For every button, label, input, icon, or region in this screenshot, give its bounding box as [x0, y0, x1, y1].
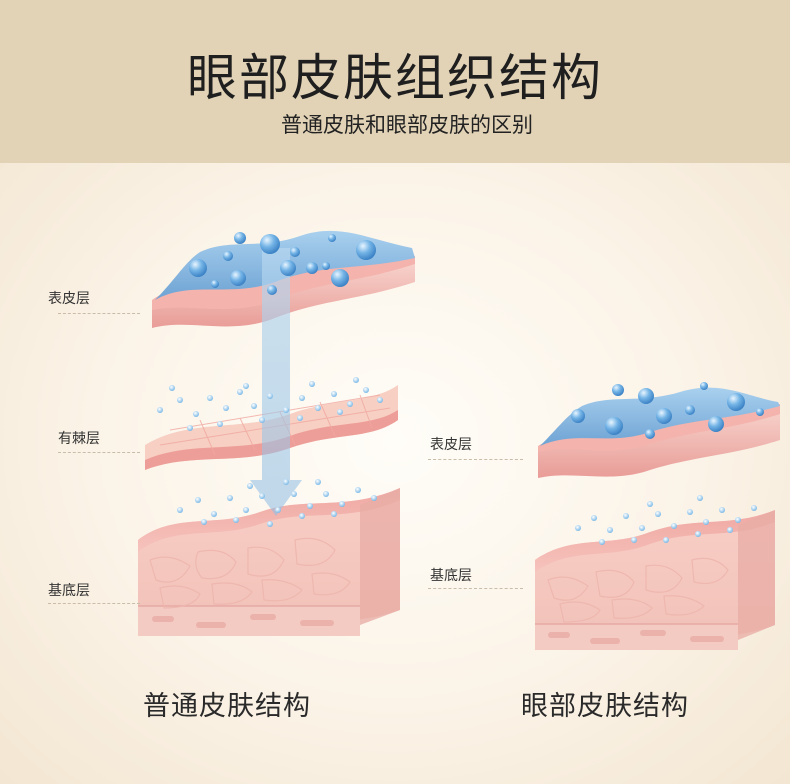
- right-basal-dots: [575, 495, 757, 545]
- leader-line: [428, 588, 523, 589]
- header-banner: 眼部皮肤组织结构 普通皮肤和眼部皮肤的区别: [0, 0, 790, 163]
- leader-line: [428, 459, 523, 460]
- leader-line: [58, 313, 140, 314]
- penetration-arrow: [250, 248, 302, 516]
- right-epidermis-label: 表皮层: [430, 437, 472, 453]
- leader-line: [48, 603, 140, 604]
- page-subtitle: 普通皮肤和眼部皮肤的区别: [281, 113, 533, 137]
- page-title: 眼部皮肤组织结构: [187, 49, 603, 107]
- left-basal-label: 基底层: [48, 583, 90, 599]
- left-basal-dots: [177, 479, 377, 527]
- left-spinous-label: 有棘层: [58, 431, 100, 447]
- left-basal-block: [138, 488, 400, 636]
- left-epidermis-label: 表皮层: [48, 291, 90, 307]
- right-water-bubbles: [571, 382, 764, 439]
- right-basal-block: [535, 510, 775, 650]
- right-basal-label: 基底层: [430, 568, 472, 584]
- left-caption: 普通皮肤结构: [143, 691, 311, 722]
- left-water-bubbles: [189, 232, 376, 295]
- leader-line: [58, 452, 140, 453]
- right-caption: 眼部皮肤结构: [521, 691, 689, 722]
- left-spinous-dots: [157, 377, 383, 431]
